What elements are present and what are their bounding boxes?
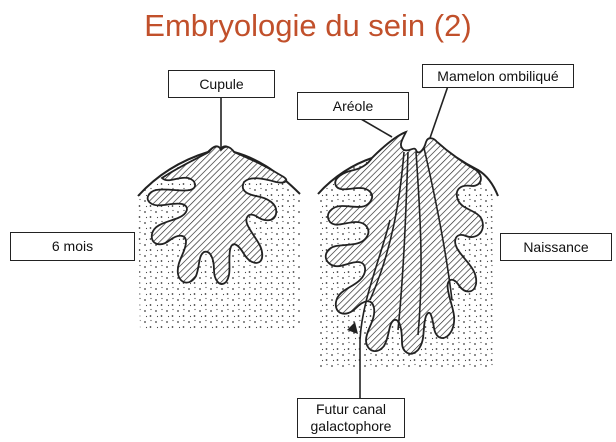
label-mamelon-ombilique: Mamelon ombiliqué [422,64,574,88]
label-canal-line2: galactophore [311,418,392,435]
label-cupule: Cupule [168,70,275,98]
label-areole: Aréole [297,92,409,120]
label-canal-line1: Futur canal [316,401,386,418]
six-months-figure [138,146,300,330]
birth-figure [318,132,498,370]
label-naissance: Naissance [500,233,612,261]
label-6-mois: 6 mois [10,232,135,261]
label-futur-canal-galactophore: Futur canal galactophore [297,398,405,438]
